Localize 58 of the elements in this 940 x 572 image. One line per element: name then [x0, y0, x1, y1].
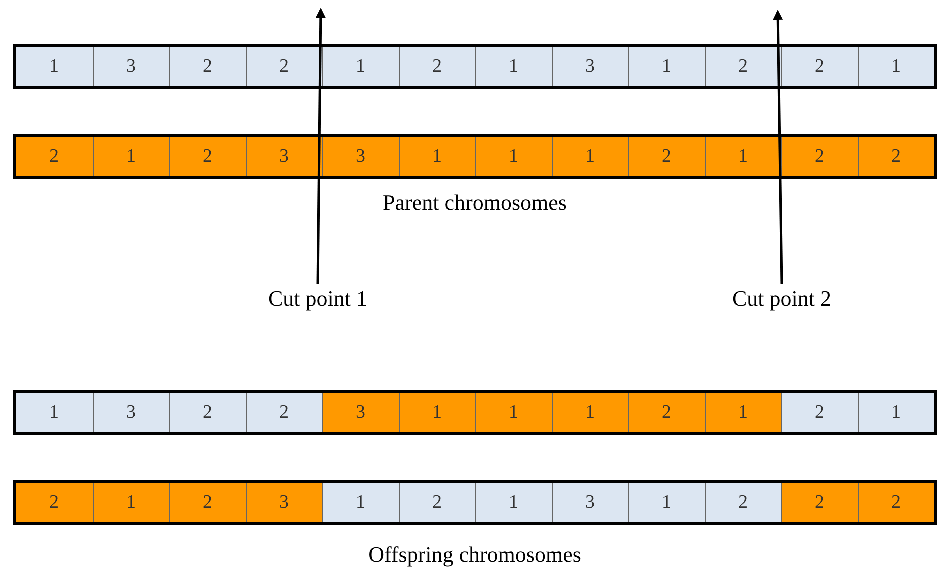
gene-cell: 3	[322, 393, 398, 432]
gene-cell: 1	[475, 47, 552, 86]
gene-cell: 1	[322, 47, 398, 86]
gene-cell: 1	[704, 393, 781, 432]
chromosome-bar	[13, 480, 937, 525]
gene-cell: 1	[475, 393, 552, 432]
gene-cell: 2	[781, 137, 858, 176]
caption: Offspring chromosomes	[368, 542, 582, 568]
arrow	[773, 10, 784, 284]
gene-cell: 1	[16, 47, 92, 86]
gene-cell: 3	[322, 137, 398, 176]
chromosome-bar	[13, 44, 937, 89]
gene-cell: 2	[781, 483, 858, 522]
gene-cell: 3	[552, 483, 628, 522]
gene-cell: 1	[858, 393, 934, 432]
gene-cell: 3	[92, 47, 169, 86]
gene-cell: 2	[169, 47, 246, 86]
gene-cell: 3	[92, 393, 169, 432]
gene-cell: 1	[475, 137, 552, 176]
gene-cell: 3	[552, 47, 628, 86]
gene-cell: 1	[92, 483, 169, 522]
gene-cell: 1	[552, 393, 628, 432]
cut-point-label: Cut point 2	[732, 286, 832, 312]
gene-cell: 2	[781, 47, 858, 86]
gene-cell: 2	[246, 47, 322, 86]
gene-cell: 2	[398, 47, 475, 86]
gene-cell: 2	[246, 393, 322, 432]
gene-cell: 2	[858, 137, 934, 176]
gene-cell: 1	[704, 137, 781, 176]
gene-cell: 2	[169, 393, 246, 432]
gene-cell: 1	[628, 483, 704, 522]
arrow	[316, 8, 326, 284]
gene-cell: 1	[475, 483, 552, 522]
caption: Parent chromosomes	[383, 190, 567, 216]
chromosome-bar	[13, 134, 937, 179]
gene-cell: 1	[398, 393, 475, 432]
gene-cell: 1	[398, 137, 475, 176]
gene-cell: 1	[552, 137, 628, 176]
gene-cell: 3	[246, 483, 322, 522]
gene-cell: 2	[169, 137, 246, 176]
gene-cell: 1	[858, 47, 934, 86]
gene-cell: 2	[16, 137, 92, 176]
gene-cell: 2	[858, 483, 934, 522]
gene-cell: 1	[322, 483, 398, 522]
gene-cell: 1	[92, 137, 169, 176]
chromosome-bar	[13, 390, 937, 435]
gene-cell: 2	[704, 47, 781, 86]
gene-cell: 2	[398, 483, 475, 522]
cut-point-label: Cut point 1	[268, 286, 368, 312]
gene-cell: 3	[246, 137, 322, 176]
gene-cell: 2	[704, 483, 781, 522]
gene-cell: 1	[16, 393, 92, 432]
gene-cell: 2	[169, 483, 246, 522]
gene-cell: 2	[16, 483, 92, 522]
gene-cell: 2	[628, 137, 704, 176]
gene-cell: 2	[781, 393, 858, 432]
gene-cell: 1	[628, 47, 704, 86]
gene-cell: 2	[628, 393, 704, 432]
